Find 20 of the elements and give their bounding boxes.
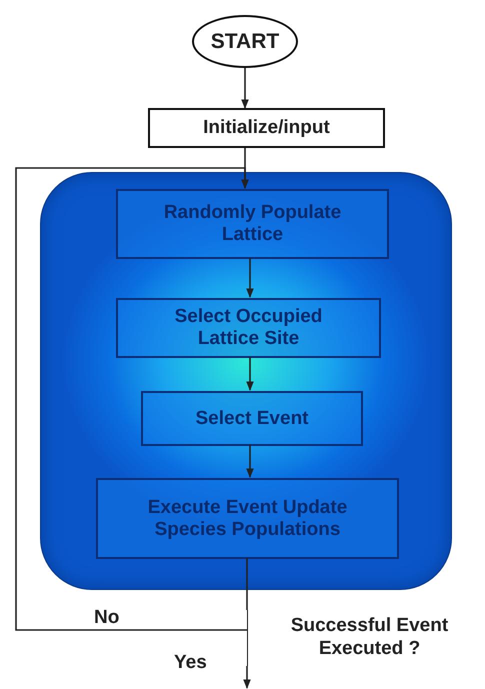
process-box <box>116 298 381 358</box>
arrow <box>241 68 249 109</box>
node-text: Select Occupied Lattice Site <box>174 306 324 350</box>
process-box <box>141 391 363 446</box>
node-text: Initialize/input <box>203 117 330 139</box>
process-box <box>148 108 385 148</box>
node-text: Execute Event Update Species Populations <box>146 496 348 540</box>
process-box <box>96 478 399 559</box>
arrow <box>243 666 251 689</box>
arrow <box>15 167 249 631</box>
process-box <box>116 189 389 259</box>
node-text: START <box>210 30 280 54</box>
arrow <box>246 357 254 391</box>
node-text: Randomly Populate Lattice <box>162 202 342 246</box>
connector-line <box>246 558 248 610</box>
decision-question: Successful Event Executed ? <box>290 615 450 661</box>
arrow <box>246 258 254 298</box>
arrow <box>246 445 254 478</box>
node-text: Select Event <box>196 408 308 430</box>
loop-panel <box>40 172 452 590</box>
